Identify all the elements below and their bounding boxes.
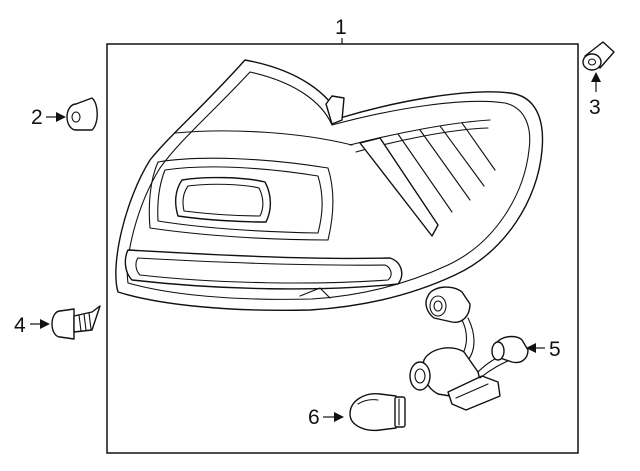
callout-6-arrowhead	[334, 412, 344, 422]
callout-4-arrowhead	[40, 319, 50, 329]
callout-6[interactable]: 6	[308, 406, 320, 429]
callout-1[interactable]: 1	[335, 16, 347, 39]
callout-2-arrowhead	[56, 112, 66, 122]
part-2-nut[interactable]	[66, 97, 98, 131]
tail-lamp-assembly[interactable]	[115, 59, 544, 312]
socket-harness[interactable]	[409, 286, 529, 411]
callout-5[interactable]: 5	[549, 338, 561, 361]
callout-4[interactable]: 4	[14, 314, 26, 337]
part-3-grommet[interactable]	[582, 41, 615, 71]
callout-3-arrowhead	[591, 72, 601, 82]
callout-3[interactable]: 3	[589, 96, 601, 119]
callout-2[interactable]: 2	[31, 106, 43, 129]
callout-5-arrowhead	[526, 343, 536, 353]
part-6-bulb[interactable]	[349, 393, 406, 432]
part-4-screw[interactable]	[51, 305, 101, 340]
